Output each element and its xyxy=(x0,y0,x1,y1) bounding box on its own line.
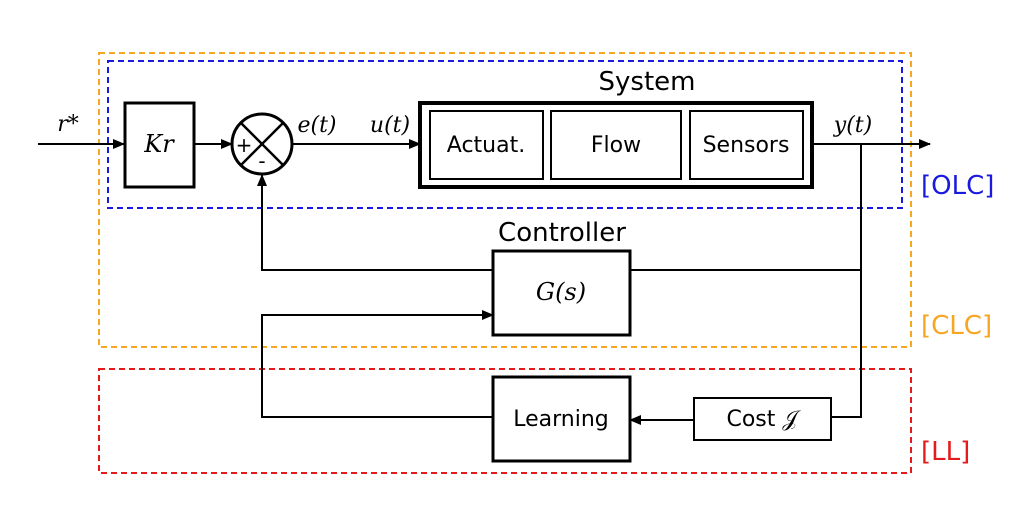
gain-label: Kr xyxy=(143,130,175,158)
actuators-label: Actuat. xyxy=(447,133,525,158)
controller-label: G(s) xyxy=(536,278,586,306)
actuators-block xyxy=(429,110,544,180)
flow-block xyxy=(550,110,682,180)
learning-block xyxy=(491,375,632,463)
plus-sign: + xyxy=(236,133,253,157)
output-signal-label: y(t) xyxy=(833,113,872,138)
ll-label: [LL] xyxy=(921,437,970,467)
olc-label: [OLC] xyxy=(921,171,994,201)
ll-region xyxy=(98,368,912,474)
input-signal-label: u(t) xyxy=(370,113,410,138)
sensors-block xyxy=(689,110,804,180)
clc-label: [CLC] xyxy=(921,311,992,341)
cost-block xyxy=(693,397,832,441)
controller-title: Controller xyxy=(498,218,626,248)
feedback-line xyxy=(257,174,493,271)
controller-block xyxy=(491,249,632,337)
system-title: System xyxy=(599,67,696,97)
flow-label: Flow xyxy=(591,133,641,158)
learning-label: Learning xyxy=(513,407,609,432)
reference-signal-label: r* xyxy=(57,112,79,137)
sensors-label: Sensors xyxy=(703,133,790,158)
summing-junction: + - xyxy=(230,112,294,176)
error-signal-label: e(t) xyxy=(297,113,336,138)
learning-update-line xyxy=(261,310,494,418)
cost-label: Cost 𝒥 xyxy=(726,407,801,432)
gain-block xyxy=(123,101,196,189)
minus-sign: - xyxy=(258,149,265,173)
clc-region xyxy=(98,52,912,348)
output-tap-line xyxy=(831,144,862,418)
